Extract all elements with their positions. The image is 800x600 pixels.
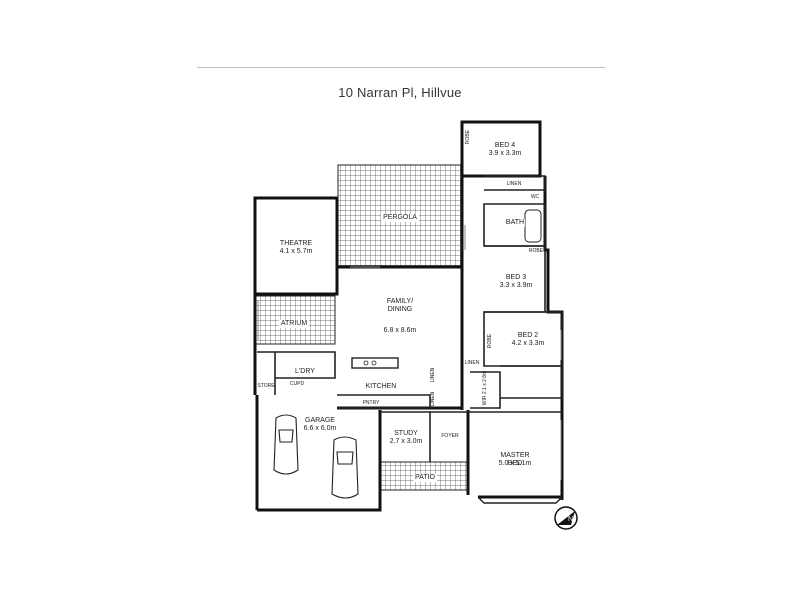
pantry-label: PNTRY (362, 400, 380, 406)
pergola-label: PERGOLA (381, 214, 419, 222)
wir-label: WIR 2.1 x 2.8m (482, 370, 488, 406)
kitchen-island (351, 357, 399, 369)
garage-cars (273, 414, 359, 499)
linen-label-4: LINEN (430, 391, 436, 407)
foyer-label: FOYER (441, 433, 459, 439)
cupd-label: CUPD (289, 381, 305, 387)
north-letter: N (568, 516, 573, 523)
store-walls (257, 351, 276, 395)
atrium-label: ATRIUM (278, 320, 310, 328)
header-rule (197, 67, 605, 68)
family-dims: 6.8 x 8.6m (383, 327, 417, 334)
master-bay (477, 496, 563, 504)
linen-label-3: LINEN (430, 367, 436, 383)
wc-label: WC (530, 194, 540, 200)
master-label: MASTER BED (500, 452, 530, 467)
robe-label-bed4: ROBE (465, 129, 471, 145)
robe-label-bed2: ROBE (487, 333, 493, 349)
wir-walls (470, 371, 501, 409)
north-arrow-icon: N (554, 506, 578, 530)
kitchen-bench (337, 394, 431, 409)
bath-tub (524, 209, 542, 243)
garage-walls (255, 395, 382, 512)
laundry-label: L'DRY (295, 368, 315, 375)
plan-title: 10 Narran Pl, Hillvue (338, 85, 462, 100)
linen-label-2: LINEN (464, 360, 480, 366)
laundry-walls (275, 351, 336, 379)
master-dims: 5.0 x 5.1m (498, 460, 532, 467)
patio-label: PATIO (413, 474, 437, 482)
kitchen-label: KITCHEN (365, 383, 397, 390)
linen-label-1: LINEN (506, 181, 522, 187)
theatre-walls (253, 196, 339, 296)
linen-wall (484, 175, 546, 191)
robe-label-bed3: ROBE (528, 248, 544, 254)
ensuite-walls (500, 365, 563, 399)
bath-label: BATH (504, 219, 526, 227)
family-label: FAMILY/ DINING (386, 298, 414, 313)
store-label: STORE (257, 383, 275, 389)
